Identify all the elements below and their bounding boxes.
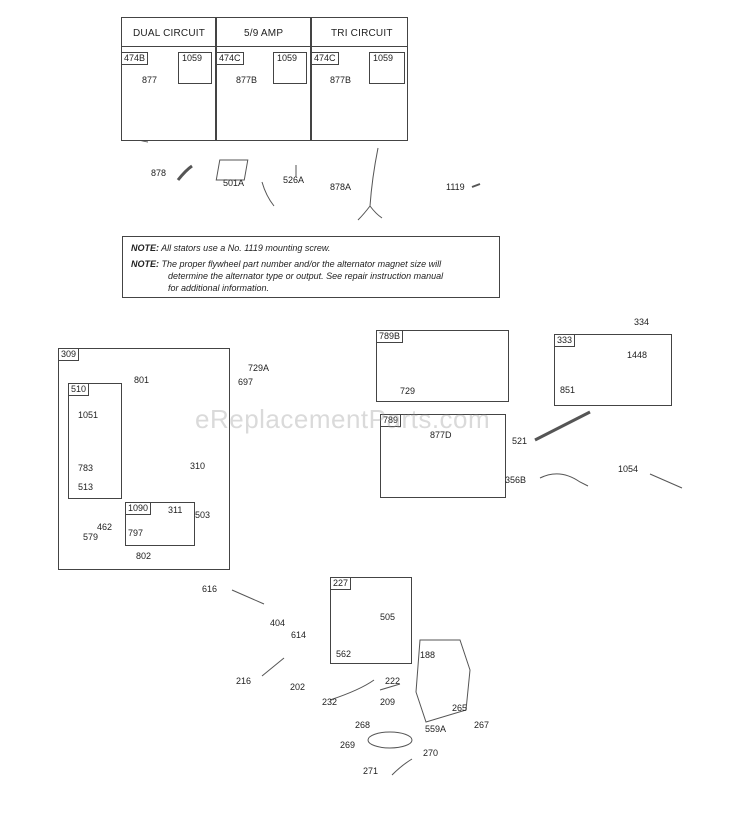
tag-474c: 474C <box>216 52 244 65</box>
part-label: 729 <box>400 386 416 396</box>
part-label: 878A <box>330 182 352 192</box>
harness-box-b <box>380 414 506 498</box>
part-label: 188 <box>420 650 436 660</box>
control-box <box>330 577 412 664</box>
part-label: 513 <box>78 482 94 492</box>
brush-box <box>68 383 122 499</box>
part-label: 1054 <box>618 464 639 474</box>
part-label: 268 <box>355 720 371 730</box>
part-label: 559A <box>425 724 447 734</box>
part-label: 783 <box>78 463 94 473</box>
tag-333: 333 <box>554 334 576 347</box>
note-line: for additional information. <box>168 283 270 293</box>
part-label: 1119 <box>446 182 465 192</box>
part-label: 334 <box>634 317 650 327</box>
tag-789b: 789B <box>376 330 404 343</box>
part-label: 579 <box>83 532 99 542</box>
part-label: 797 <box>128 528 144 538</box>
part-label: 232 <box>322 697 338 707</box>
part-label: 269 <box>340 740 356 750</box>
part-label: 505 <box>380 612 396 622</box>
part-label: 526A <box>283 175 305 185</box>
part-label: 270 <box>423 748 439 758</box>
part-label: 265 <box>452 703 468 713</box>
stator-divider <box>310 17 312 141</box>
note-line: NOTE: The proper flywheel part number an… <box>131 259 442 269</box>
header-5-9-amp: 5/9 AMP <box>244 28 284 39</box>
part-label: 802 <box>136 551 152 561</box>
tag-474c: 474C <box>311 52 339 65</box>
part-label: 311 <box>168 505 183 515</box>
stator-divider <box>215 17 217 141</box>
tag-227: 227 <box>330 577 352 590</box>
part-label: 222 <box>385 676 401 686</box>
part-label: 404 <box>270 618 286 628</box>
label-877b: 877B <box>330 75 352 85</box>
header-tri-circuit: TRI CIRCUIT <box>331 28 393 39</box>
part-label: 216 <box>236 676 252 686</box>
note-line: NOTE: All stators use a No. 1119 mountin… <box>131 243 331 253</box>
header-dual-circuit: DUAL CIRCUIT <box>133 28 206 39</box>
tag-1059: 1059 <box>371 53 396 64</box>
part-label: 1448 <box>627 350 648 360</box>
part-label: 878 <box>151 168 167 178</box>
label-877b: 877B <box>236 75 258 85</box>
part-label: 729A <box>248 363 270 373</box>
tag-1059: 1059 <box>275 53 300 64</box>
part-label: 521 <box>512 436 528 446</box>
label-877: 877 <box>142 75 158 85</box>
stator-panel <box>121 17 408 141</box>
tag-1059: 1059 <box>180 53 205 64</box>
part-label: 209 <box>380 697 396 707</box>
tag-474b: 474B <box>121 52 149 65</box>
part-label: 614 <box>291 630 307 640</box>
part-label: 877D <box>430 430 452 440</box>
tag-1090: 1090 <box>125 502 152 515</box>
part-label: 267 <box>474 720 490 730</box>
part-label: 562 <box>336 649 352 659</box>
part-label: 501A <box>223 178 245 188</box>
part-label: 851 <box>560 385 576 395</box>
part-label: 202 <box>290 682 306 692</box>
watermark: eReplacementParts.com <box>195 404 491 434</box>
note-line: determine the alternator type or output.… <box>168 271 444 281</box>
part-label: 462 <box>97 522 113 532</box>
part-label: 356B <box>505 475 527 485</box>
note-box <box>122 236 500 298</box>
part-label: 616 <box>202 584 218 594</box>
part-label: 801 <box>134 375 150 385</box>
part-label: 310 <box>190 461 206 471</box>
part-label: 503 <box>195 510 211 520</box>
part-label: 271 <box>363 766 379 776</box>
tag-510: 510 <box>68 383 90 396</box>
part-label: 1051 <box>78 410 99 420</box>
stator-header-row <box>121 17 408 47</box>
tag-789: 789 <box>380 414 402 427</box>
part-label: 697 <box>238 377 254 387</box>
tag-309: 309 <box>58 348 80 361</box>
